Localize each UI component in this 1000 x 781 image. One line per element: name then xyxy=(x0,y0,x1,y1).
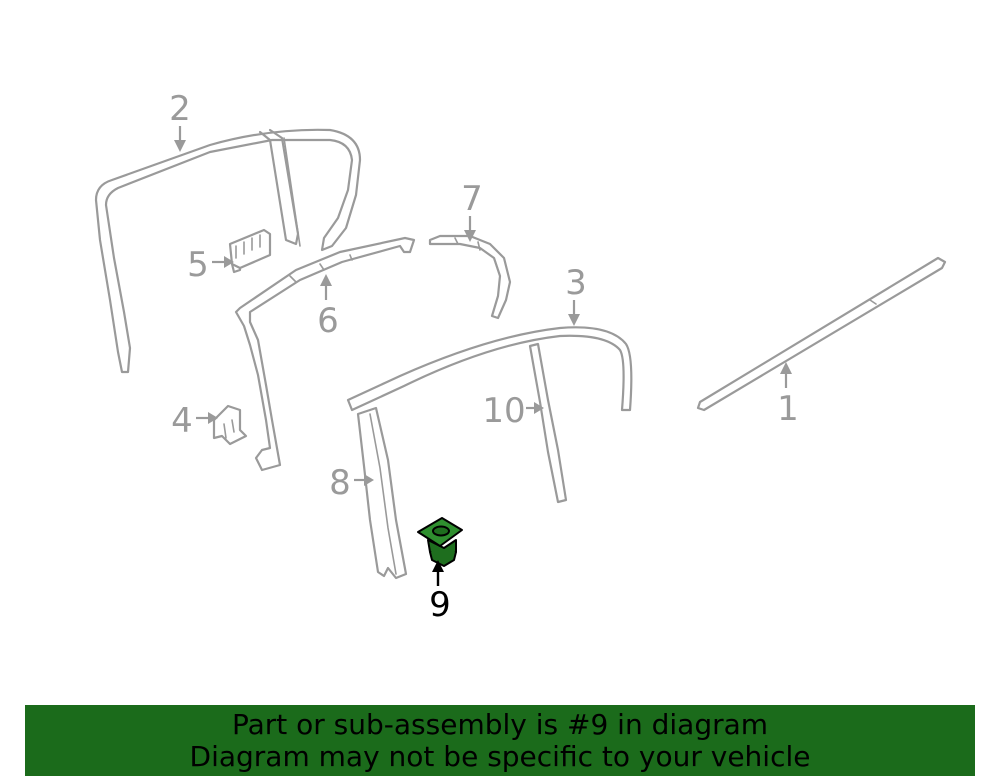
part-10-division-strip xyxy=(528,342,568,504)
svg-text:3: 3 xyxy=(565,263,587,303)
part-9-grommet xyxy=(417,517,463,567)
svg-text:4: 4 xyxy=(171,401,193,441)
callout-4: 4 xyxy=(171,401,218,441)
svg-text:5: 5 xyxy=(187,245,209,285)
callout-2: 2 xyxy=(169,89,191,152)
svg-text:10: 10 xyxy=(482,391,525,431)
part-2-door-frame-weatherstrip xyxy=(94,128,362,374)
svg-text:9: 9 xyxy=(429,585,451,625)
callout-7: 7 xyxy=(461,179,483,242)
banner-line-2: Diagram may not be specific to your vehi… xyxy=(189,739,811,773)
part-8-pillar-trim xyxy=(356,406,408,580)
svg-text:1: 1 xyxy=(777,389,799,429)
callout-5: 5 xyxy=(187,245,234,285)
callout-3: 3 xyxy=(565,263,587,326)
part-3-sash-molding xyxy=(346,326,633,412)
part-7-upper-molding xyxy=(428,234,512,320)
banner-line-1: Part or sub-assembly is #9 in diagram xyxy=(231,707,769,741)
callout-8: 8 xyxy=(329,463,374,503)
svg-text:6: 6 xyxy=(317,301,339,341)
info-banner: Part or sub-assembly is #9 in diagram Di… xyxy=(25,705,975,776)
callout-10: 10 xyxy=(482,391,544,431)
callout-1: 1 xyxy=(777,362,799,429)
parts-diagram: 2 5 6 7 3 4 10 8 xyxy=(94,89,947,625)
part-6-run-channel xyxy=(234,236,416,472)
svg-text:7: 7 xyxy=(461,179,483,219)
part-1-belt-molding xyxy=(696,256,947,412)
part-4-bracket xyxy=(212,404,248,446)
callout-9: 9 xyxy=(429,560,451,625)
callout-6: 6 xyxy=(317,274,339,341)
svg-text:2: 2 xyxy=(169,89,191,129)
part-5-clip xyxy=(228,228,272,274)
svg-text:8: 8 xyxy=(329,463,351,503)
